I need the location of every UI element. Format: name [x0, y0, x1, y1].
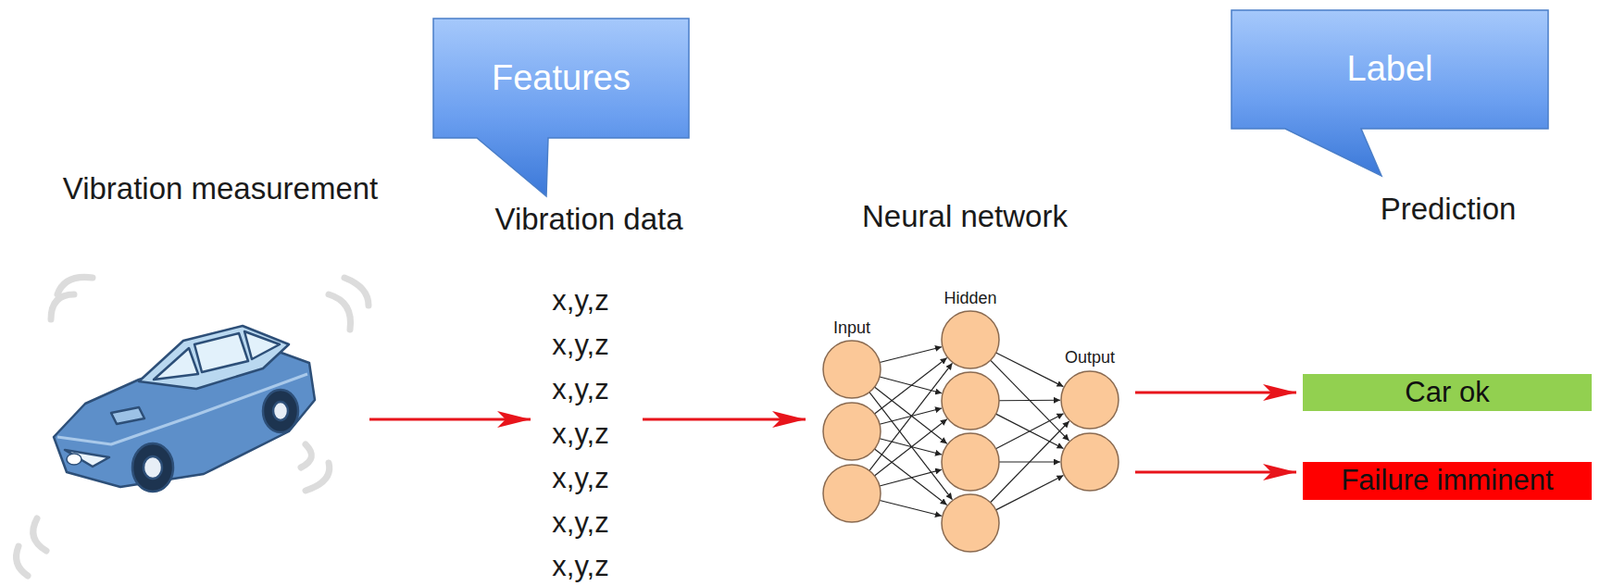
neuron-circle: [823, 340, 881, 399]
network-connection: [879, 438, 942, 455]
network-connection: [990, 421, 1070, 503]
flow-arrow: [1135, 391, 1297, 395]
network-connection: [869, 362, 953, 471]
node-text: Features: [491, 59, 631, 99]
layer-label: Input: [833, 319, 871, 338]
network-connection: [879, 469, 942, 487]
neuron-circle: [823, 464, 881, 523]
neuron-circle: [941, 494, 1000, 552]
feature-row: x,y,z: [551, 329, 609, 362]
network-connection: [875, 449, 948, 505]
network-connection: [990, 360, 1070, 441]
node-text: Label: [1347, 50, 1434, 89]
neuron-circle: [941, 433, 1000, 491]
callout-box: Label: [1231, 10, 1549, 129]
neural-network-figure: [823, 311, 1119, 552]
neuron-circle: [1061, 433, 1119, 491]
neuron-circle: [1061, 371, 1119, 429]
network-connection: [879, 347, 942, 363]
network-connection: [875, 358, 948, 414]
feature-row: x,y,z: [551, 462, 609, 495]
stage-title: Vibration measurement: [62, 172, 379, 206]
network-connection: [996, 413, 1064, 449]
flow-arrow: [369, 418, 531, 422]
stage-title: Vibration data: [494, 202, 683, 237]
network-connection: [879, 500, 942, 517]
network-connection: [879, 408, 942, 425]
status-box: Failure imminent: [1302, 462, 1592, 500]
stage-title: Neural network: [862, 200, 1068, 234]
network-connection: [999, 400, 1061, 402]
layer-label: Output: [1064, 349, 1115, 368]
status-box: Car ok: [1302, 374, 1592, 412]
flow-arrow: [1135, 471, 1297, 475]
feature-row: x,y,z: [551, 507, 609, 539]
node-text: Failure imminent: [1340, 464, 1553, 497]
network-connection: [879, 376, 942, 394]
feature-row: x,y,z: [551, 418, 609, 450]
flow-arrow: [642, 418, 806, 422]
vibration-lines: [16, 276, 369, 576]
network-connection: [996, 475, 1064, 511]
feature-row: x,y,z: [551, 550, 609, 583]
node-text: Car ok: [1404, 376, 1489, 409]
stage-title: Prediction: [1380, 192, 1517, 226]
flow-arrows: [369, 392, 1297, 473]
neuron-circle: [941, 311, 1000, 369]
callout-shape: [1231, 10, 1549, 176]
feature-row: x,y,z: [551, 374, 609, 406]
callout-box: Features: [433, 18, 689, 138]
callout-shape: [433, 18, 689, 197]
feature-row: x,y,z: [551, 285, 609, 317]
neuron-circle: [823, 402, 881, 461]
network-connection: [874, 419, 947, 476]
network-connection: [996, 413, 1064, 450]
neuron-circle: [941, 372, 1000, 430]
layer-label: Hidden: [943, 289, 997, 309]
car-illustration: [53, 325, 315, 492]
network-connection: [874, 387, 947, 444]
network-connection: [996, 352, 1064, 388]
